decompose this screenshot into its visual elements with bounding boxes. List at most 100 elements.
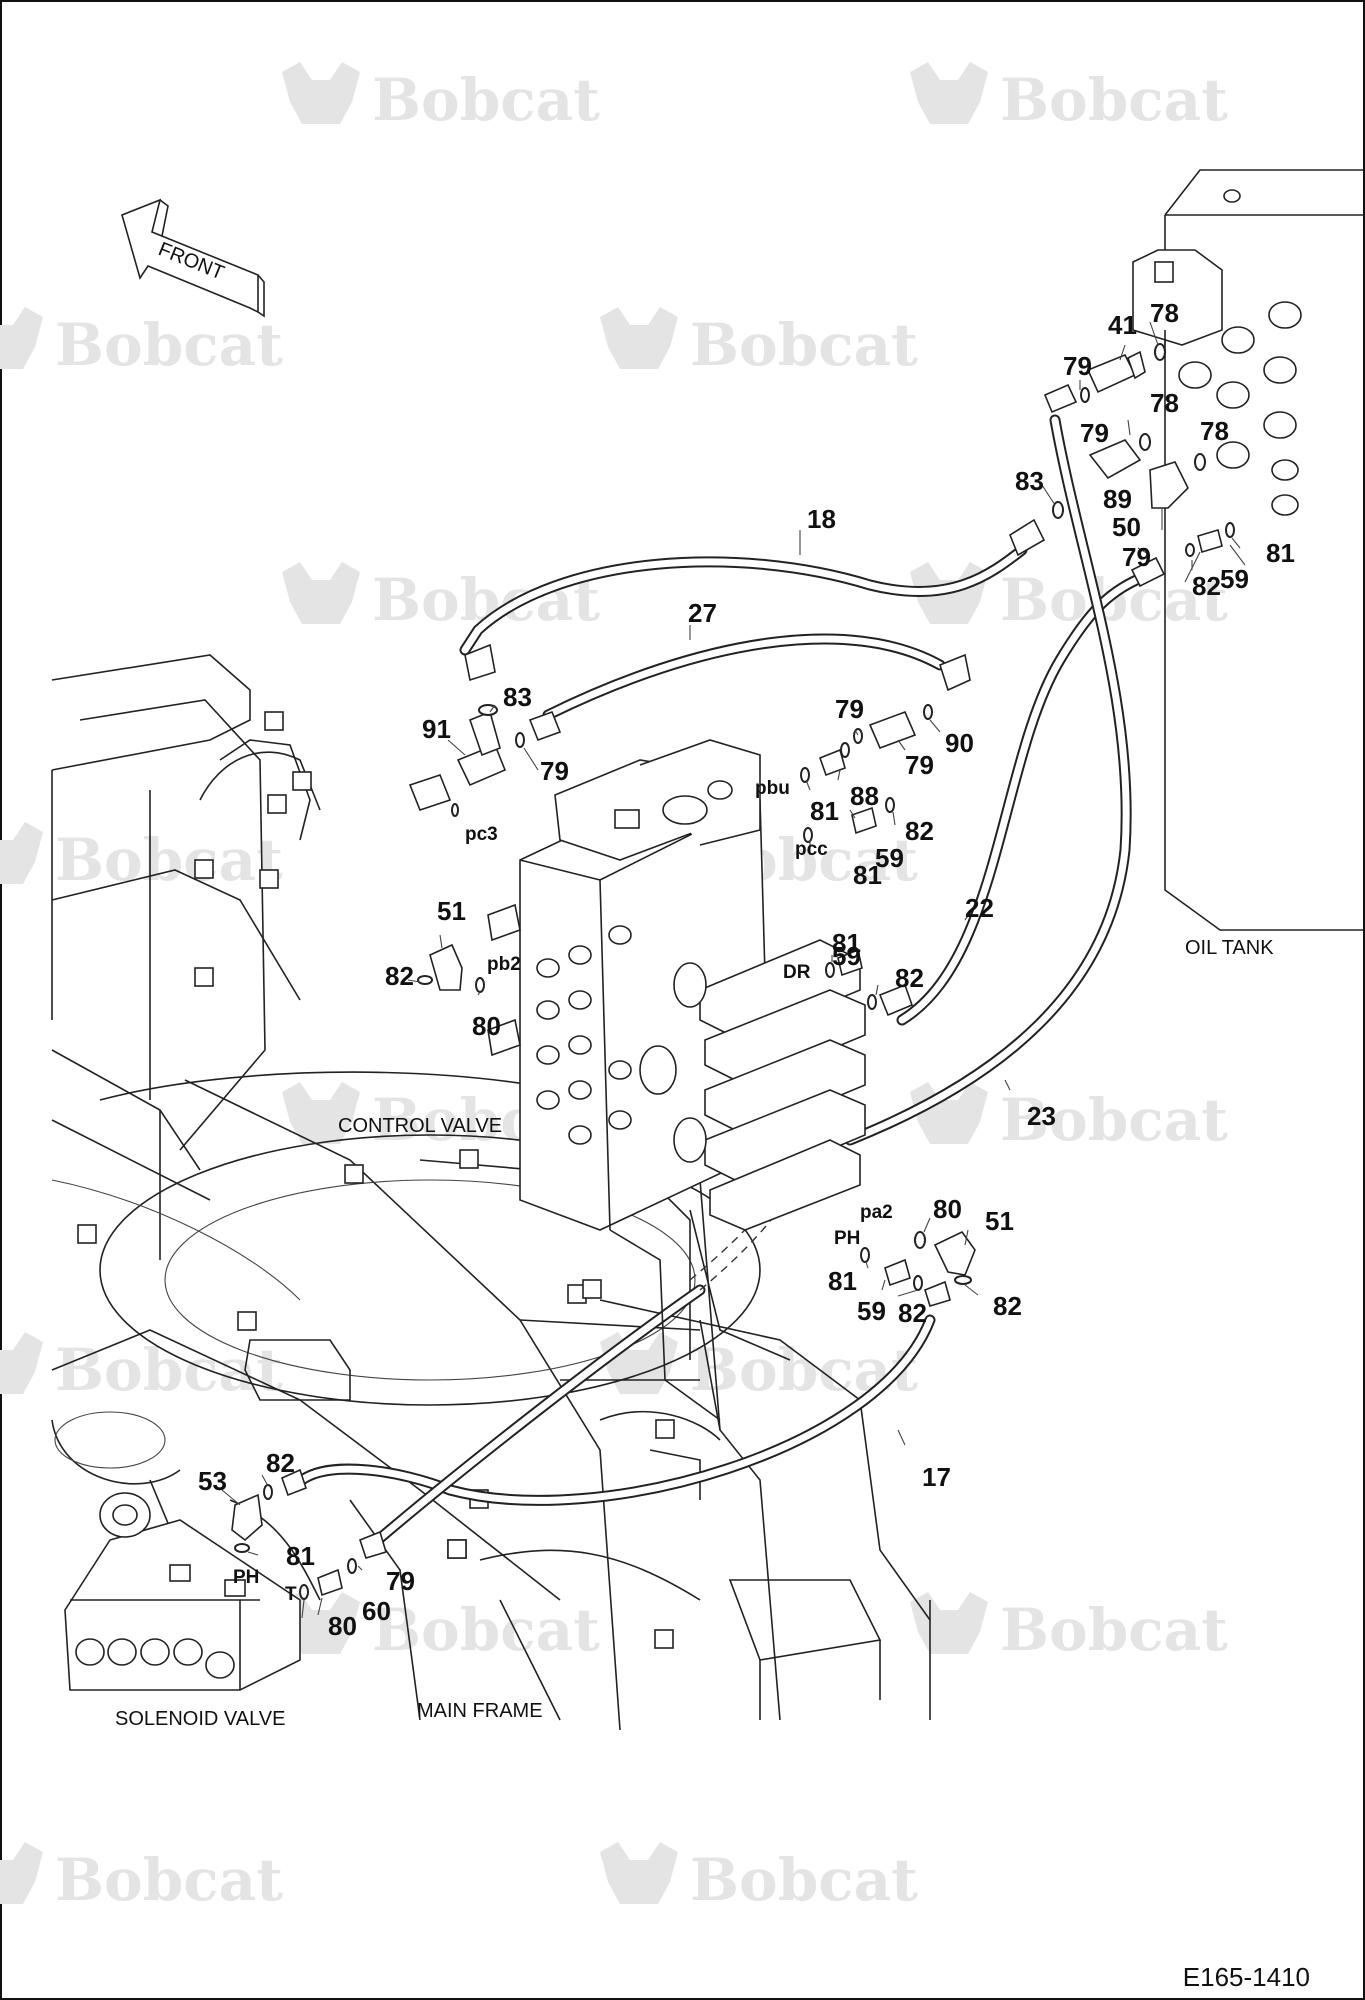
callout-82: 82	[993, 1291, 1022, 1321]
callout-23: 23	[1027, 1101, 1056, 1131]
watermark-text: Bobcat	[690, 1336, 918, 1404]
bobcat-watermark: Bobcat	[0, 307, 283, 379]
watermark-text: Bobcat	[690, 311, 918, 379]
callout-82: 82	[385, 961, 414, 991]
callout-90: 90	[945, 728, 974, 758]
callout-81: 81	[832, 928, 861, 958]
bobcat-watermark: Bobcat	[600, 1842, 918, 1914]
bobcat-logo-icon	[0, 1842, 43, 1904]
watermark-text: Bobcat	[372, 1596, 600, 1664]
bobcat-watermark: Bobcat	[282, 1592, 600, 1664]
control-valve	[487, 739, 866, 1421]
bobcat-logo-icon	[282, 1082, 360, 1144]
bobcat-watermark: Bobcat	[282, 562, 600, 634]
callout-80: 80	[328, 1611, 357, 1641]
watermark-text: Bobcat	[1000, 66, 1228, 134]
callout-82: 82	[895, 963, 924, 993]
bobcat-watermark: Bobcat	[910, 62, 1228, 134]
watermark-text: Bobcat	[1000, 1596, 1228, 1664]
callout-91: 91	[422, 714, 451, 744]
watermark-text: Bobcat	[372, 66, 600, 134]
oil-tank-label: OIL TANK	[1185, 937, 1274, 959]
oil-tank	[1132, 169, 1364, 931]
callout-83: 83	[1015, 466, 1044, 496]
callout-59: 59	[857, 1296, 886, 1326]
callout-78: 78	[1150, 388, 1179, 418]
port-label-dr: DR	[783, 962, 811, 983]
tank-ports	[1178, 301, 1302, 516]
callout-82: 82	[898, 1298, 927, 1328]
callout-81: 81	[853, 860, 882, 890]
port-label-pa2: pa2	[860, 1202, 893, 1223]
bobcat-watermark: Bobcat	[0, 822, 283, 894]
port-label-pcc: pcc	[795, 839, 828, 860]
bobcat-logo-icon	[0, 822, 43, 884]
callout-79: 79	[1080, 418, 1109, 448]
watermark-text: Bobcat	[55, 1846, 283, 1914]
bobcat-logo-icon	[600, 1842, 678, 1904]
bobcat-logo-icon	[282, 1592, 360, 1654]
callout-79: 79	[835, 694, 864, 724]
watermark-text: Bobcat	[690, 1846, 918, 1914]
bobcat-watermark: Bobcat	[282, 62, 600, 134]
hoses	[296, 414, 1154, 1551]
bobcat-watermark: Bobcat	[600, 307, 918, 379]
callout-82: 82	[905, 816, 934, 846]
port-label-pbu: pbu	[755, 778, 790, 799]
callout-88: 88	[850, 781, 879, 811]
bobcat-watermark: Bobcat	[910, 1082, 1228, 1154]
port-label-pc3: pc3	[465, 824, 498, 845]
callout-81: 81	[828, 1266, 857, 1296]
callout-59: 59	[1220, 564, 1249, 594]
callout-79: 79	[540, 756, 569, 786]
callout-80: 80	[472, 1011, 501, 1041]
bobcat-logo-icon	[282, 62, 360, 124]
watermark-text: Bobcat	[55, 311, 283, 379]
callout-89: 89	[1103, 484, 1132, 514]
solenoid-valve	[64, 1492, 301, 1691]
callout-78: 78	[1150, 298, 1179, 328]
callout-41: 41	[1108, 310, 1137, 340]
callout-22: 22	[965, 893, 994, 923]
solenoid-valve-label: SOLENOID VALVE	[115, 1708, 285, 1730]
bobcat-watermark: Bobcat	[0, 1842, 283, 1914]
main-frame-label: MAIN FRAME	[417, 1700, 543, 1722]
watermark-text: Bobcat	[1000, 1086, 1228, 1154]
callout-50: 50	[1112, 512, 1141, 542]
bobcat-logo-icon	[910, 62, 988, 124]
drawing-number: E165-1410	[1183, 1962, 1310, 1992]
callout-78: 78	[1200, 416, 1229, 446]
bobcat-logo-icon	[0, 307, 43, 369]
bobcat-logo-icon	[910, 1592, 988, 1654]
port-label-ph: PH	[233, 1567, 259, 1588]
callout-18: 18	[807, 504, 836, 534]
bobcat-watermark: Bobcat	[910, 562, 1228, 634]
callout-51: 51	[985, 1206, 1014, 1236]
callout-17: 17	[922, 1462, 951, 1492]
bobcat-logo-icon	[0, 1332, 43, 1394]
callout-82: 82	[1192, 571, 1221, 601]
callout-60: 60	[362, 1596, 391, 1626]
callout-27: 27	[688, 598, 717, 628]
callout-59: 59	[875, 843, 904, 873]
callout-83: 83	[503, 682, 532, 712]
watermark-text: Bobcat	[55, 826, 283, 894]
front-direction-arrow: FRONT	[121, 198, 265, 318]
port-label-ph: PH	[834, 1228, 860, 1249]
bobcat-logo-icon	[600, 307, 678, 369]
bobcat-watermark: Bobcat	[910, 1592, 1228, 1664]
callout-81: 81	[286, 1541, 315, 1571]
control-valve-label: CONTROL VALVE	[338, 1115, 502, 1137]
port-label-pb2: pb2	[487, 954, 521, 975]
callout-79: 79	[1122, 542, 1151, 572]
spool-sections	[639, 939, 866, 1231]
bobcat-logo-icon	[282, 562, 360, 624]
callout-59: 59	[832, 941, 861, 971]
callout-81: 81	[1266, 538, 1295, 568]
callout-79: 79	[905, 750, 934, 780]
leader-lines	[221, 321, 1246, 1619]
